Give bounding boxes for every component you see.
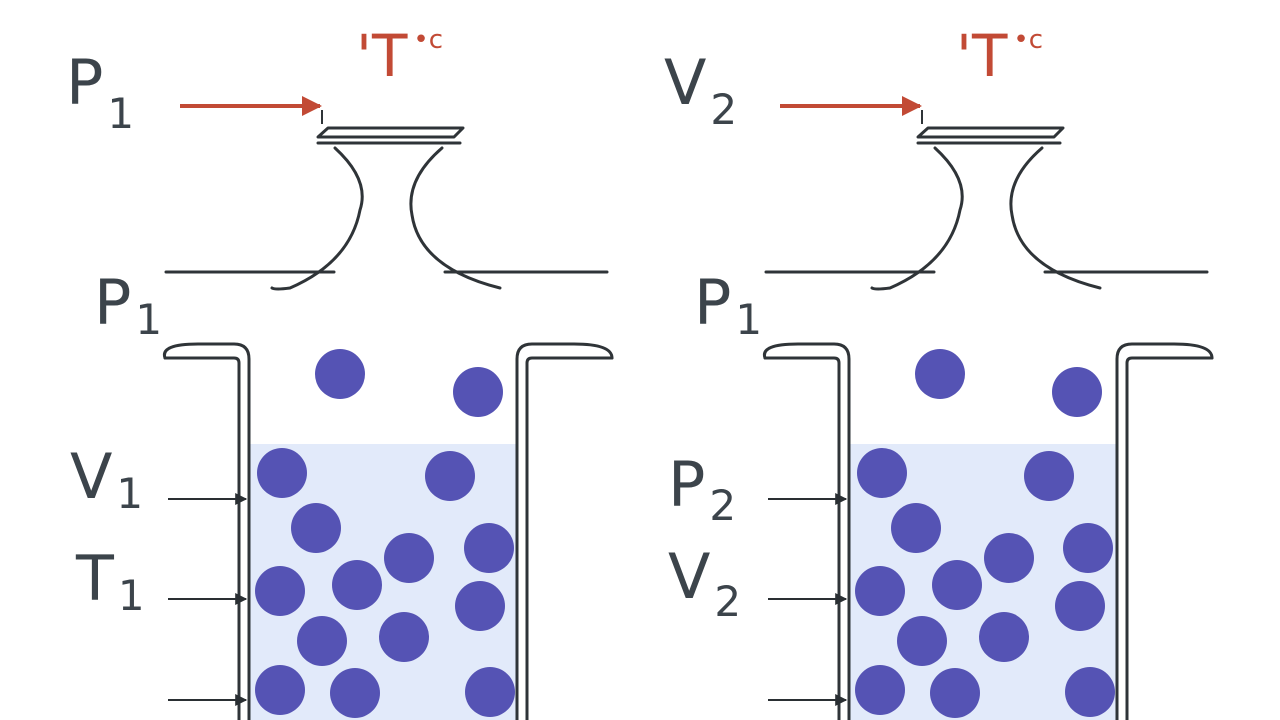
particle (930, 668, 980, 718)
particles-left (255, 349, 515, 718)
particle (332, 560, 382, 610)
particle (1024, 451, 1074, 501)
top-label-right: V2 (664, 46, 737, 134)
particle (1055, 581, 1105, 631)
particle (915, 349, 965, 399)
particle (384, 533, 434, 583)
container-right (762, 342, 1214, 720)
particle (453, 367, 503, 417)
particles-right (855, 349, 1115, 718)
side-label-left: P1 (94, 266, 162, 344)
particle (857, 448, 907, 498)
particle (379, 612, 429, 662)
particle (291, 503, 341, 553)
particle (1063, 523, 1113, 573)
arrow-label-right-2: V2 (668, 540, 741, 626)
particle (1052, 367, 1102, 417)
container-left (162, 342, 614, 720)
particle (464, 523, 514, 573)
particle (255, 665, 305, 715)
particle (891, 503, 941, 553)
particle (984, 533, 1034, 583)
particle (315, 349, 365, 399)
particle (897, 616, 947, 666)
particle (855, 566, 905, 616)
particle (297, 616, 347, 666)
top-label-left: P1 (66, 46, 134, 138)
arrow-label-right-1: P2 (668, 448, 736, 530)
particle (257, 448, 307, 498)
flask-neck-right (764, 126, 1209, 291)
particle (425, 451, 475, 501)
particle (979, 612, 1029, 662)
panel-left: P1 'T•c P1 (66, 22, 614, 720)
flask-neck-left (164, 126, 609, 291)
particle (855, 665, 905, 715)
particle (455, 581, 505, 631)
particle (932, 560, 982, 610)
particle (1065, 667, 1115, 717)
panel-right: V2 'T•c P1 (664, 22, 1214, 720)
particle (465, 667, 515, 717)
side-label-right: P1 (694, 266, 762, 344)
temperature-label-left: 'T•c (356, 22, 443, 90)
particle (255, 566, 305, 616)
arrow-label-left-1: V1 (70, 440, 143, 518)
arrow-label-left-2: T1 (75, 542, 145, 620)
particle (330, 668, 380, 718)
temperature-label-right: 'T•c (956, 22, 1043, 90)
